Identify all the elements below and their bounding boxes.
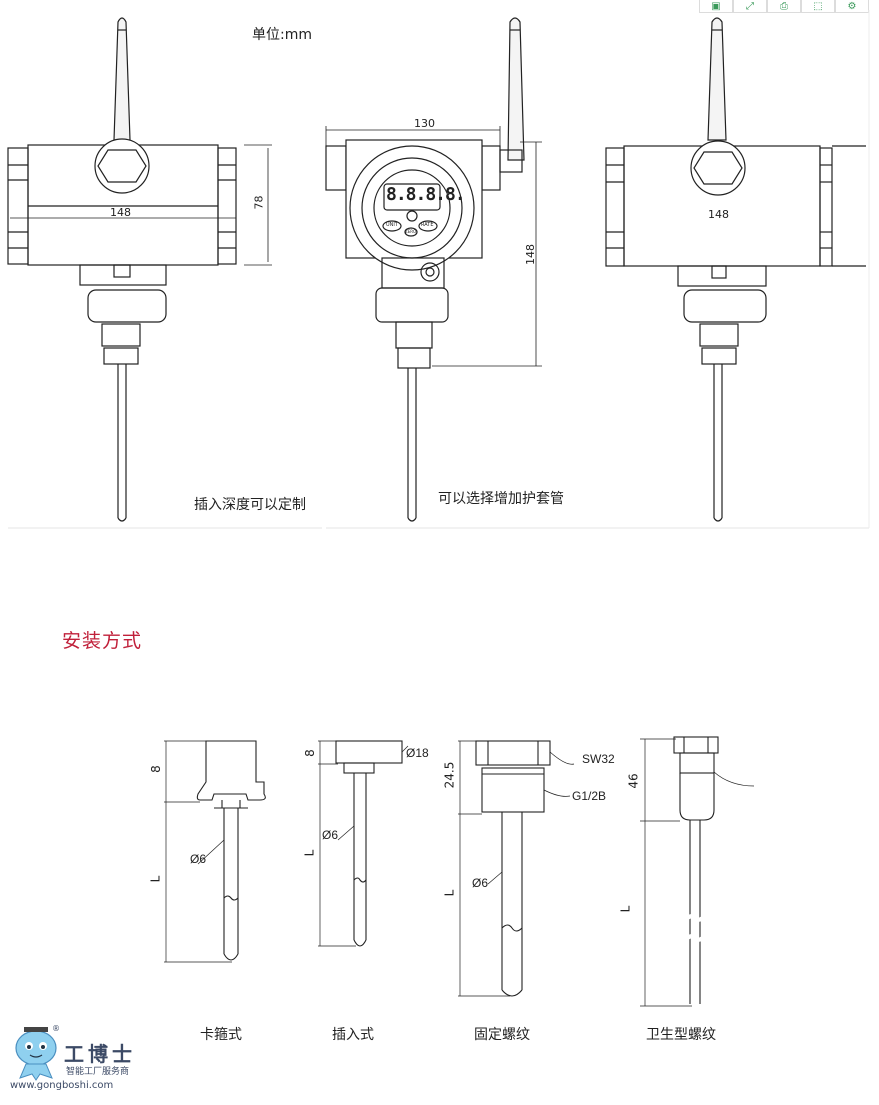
brand-logo: ® 工博士 智能工厂服务商 www.gongboshi.com (8, 1024, 138, 1094)
thread-hex-size: SW32 (582, 752, 615, 766)
unit-label: 单位:mm (252, 27, 312, 43)
mascot-icon (15, 1027, 57, 1081)
display-digits: 8.8.8.8. (386, 184, 466, 205)
insert-diameter: Ø6 (322, 828, 339, 842)
insertion-depth-note: 插入深度可以定制 (194, 497, 306, 513)
left-view-height: 78 (252, 195, 266, 210)
front-view-width: 130 (414, 117, 435, 130)
logo-url: www.gongboshi.com (10, 1080, 114, 1091)
right-view-width: 148 (708, 208, 729, 221)
thread-top-dim: 24.5 (442, 761, 457, 789)
zero-button-label: ZERO (405, 229, 417, 234)
clamp-top-dim: 8 (148, 765, 163, 773)
export-icon[interactable]: ⬚ (801, 0, 835, 13)
expand-icon[interactable]: ⤢ (733, 0, 767, 13)
sanitary-thread-type-label: 卫生型螺纹 (646, 1027, 716, 1043)
toolbar: ▣ ⤢ ⎙ ⬚ ⚙ (699, 0, 869, 13)
registered-mark: ® (52, 1024, 60, 1033)
clamp-diameter: Ø6 (190, 852, 207, 866)
unit-button-label: UNIT (386, 222, 398, 228)
insert-length: L (302, 849, 317, 857)
sanitary-top-dim: 46 (626, 773, 641, 789)
left-view-width: 148 (110, 206, 131, 219)
sanitary-length: L (618, 905, 633, 913)
dimension-drawing (7, 10, 870, 529)
insert-type-label: 插入式 (332, 1027, 374, 1043)
thread-diameter: Ø6 (472, 876, 489, 890)
logo-name: 工博士 (64, 1042, 136, 1066)
sheath-option-note: 可以选择增加护套管 (438, 491, 564, 507)
thread-spec: G1/2B (572, 789, 607, 803)
insert-head-diameter: Ø18 (406, 746, 429, 760)
settings-icon[interactable]: ⚙ (835, 0, 869, 13)
clamp-length: L (148, 875, 163, 883)
thread-length: L (442, 889, 457, 897)
save-icon[interactable]: ▣ (699, 0, 733, 13)
rate-button-label: RATE (421, 222, 434, 228)
front-view-height: 148 (524, 244, 537, 265)
insert-top-dim: 8 (302, 749, 317, 757)
clamp-type-label: 卡箍式 (200, 1027, 242, 1043)
logo-slogan: 智能工厂服务商 (66, 1067, 130, 1077)
install-section-title: 安装方式 (62, 630, 143, 652)
print-icon[interactable]: ⎙ (767, 0, 801, 13)
fixed-thread-type-label: 固定螺纹 (474, 1027, 530, 1043)
